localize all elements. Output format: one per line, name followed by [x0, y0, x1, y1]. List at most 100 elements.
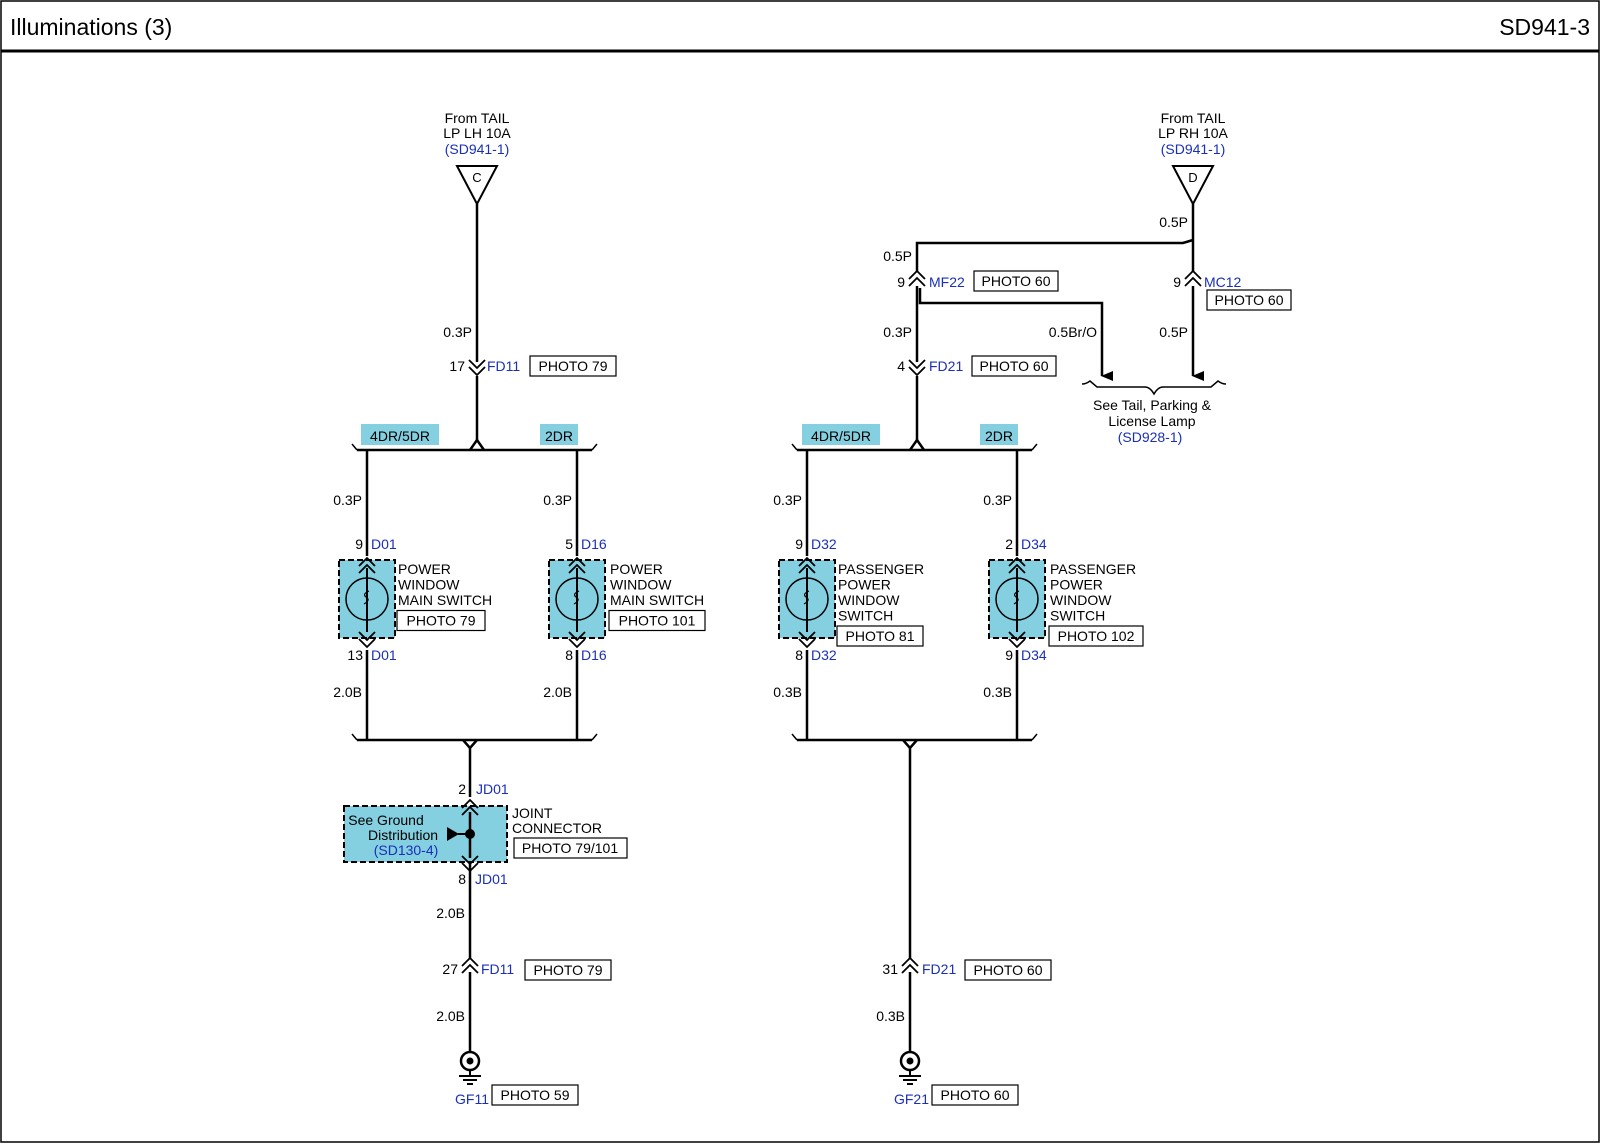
wire-br-o [918, 288, 1113, 381]
switch-photo: PHOTO 102 [1058, 628, 1135, 644]
fd11-top-symbol [468, 359, 486, 377]
fd21-bottom-symbol [901, 956, 919, 974]
source-d-ref[interactable]: (SD941-1) [1161, 141, 1226, 157]
jd01-id-top: JD01 [476, 781, 509, 797]
connector-labels[interactable]: 17 FD11 PHOTO 79 9 MF22 PHOTO 60 9 MC12 … [442, 270, 1292, 981]
wire-label: 0.3B [773, 684, 802, 700]
switch-pin-top: 9 [355, 536, 363, 552]
wire-label: 2.0B [543, 684, 572, 700]
switch-pin-out-symbol [358, 631, 376, 649]
source-d-line1: From TAIL [1161, 110, 1226, 126]
wire-label: 2.0B [436, 905, 465, 921]
source-d-triangle [1171, 165, 1215, 207]
source-c[interactable]: C From TAIL LP LH 10A (SD941-1) [443, 110, 511, 207]
switch-photo: PHOTO 81 [846, 628, 915, 644]
jd01-id-bottom: JD01 [475, 871, 508, 887]
wire-label: 2.0B [436, 1008, 465, 1024]
joint-connector[interactable]: See Ground Distribution (SD130-4) 2 JD01… [343, 781, 628, 887]
mc12-photo: PHOTO 60 [1215, 292, 1284, 308]
variant-bg [361, 424, 439, 445]
switch-pin-bottom: 8 [565, 647, 573, 663]
switch-pin-bottom: 9 [1005, 647, 1013, 663]
switch-pin-top: 2 [1005, 536, 1013, 552]
wire-d-to-mf22 [915, 238, 1194, 272]
connector-symbols [461, 269, 1202, 974]
fd21-bottom-photo: PHOTO 60 [974, 962, 1043, 978]
fd21-top-pin: 4 [897, 358, 905, 374]
tail-ref-line1: See Tail, Parking & [1093, 397, 1212, 413]
wire-label: 0.3P [773, 492, 802, 508]
wire-labels: 0.3P 0.3P 0.3P 2.0B 2.0B 2.0B 2.0B 0.5P … [333, 214, 1188, 1024]
fd21-bottom-pin: 31 [882, 961, 898, 977]
switch-pin-out-symbol [798, 631, 816, 649]
jd01-out-symbol [461, 855, 479, 873]
switch-id-top: D16 [581, 536, 607, 552]
source-c-line1: From TAIL [445, 110, 510, 126]
illumination-lamp-icon [555, 577, 599, 621]
switch-pin-in-symbol [358, 556, 376, 574]
switch-pin-top: 9 [795, 536, 803, 552]
mf22-id: MF22 [929, 274, 965, 290]
fd21-bottom-id: FD21 [922, 961, 956, 977]
source-d-letter: D [1188, 170, 1197, 185]
switch-id-bottom: D34 [1021, 647, 1047, 663]
switch-name-line: SWITCH [838, 608, 893, 624]
tail-ref-line2: License Lamp [1108, 413, 1195, 429]
tail-lamp-reference[interactable]: See Tail, Parking & License Lamp (SD928-… [1081, 380, 1227, 445]
illumination-lamp-icon [785, 577, 829, 621]
source-c-triangle [455, 165, 499, 207]
switch-name-line: MAIN SWITCH [610, 592, 704, 608]
variant-2dr-left: 2DR [545, 428, 573, 444]
source-c-ref[interactable]: (SD941-1) [445, 141, 510, 157]
ground-photo: PHOTO 59 [501, 1087, 570, 1103]
wire-label: 0.5Br/O [1049, 324, 1097, 340]
source-d-line2: LP RH 10A [1158, 125, 1228, 141]
switch-photo: PHOTO 79 [407, 613, 476, 629]
switch-name-line: WINDOW [1050, 592, 1112, 608]
switch-name-line: POWER [838, 577, 891, 593]
jd01-in-symbol [461, 798, 479, 816]
mc12-id: MC12 [1204, 274, 1242, 290]
wires [351, 204, 1204, 1053]
fd11-top-photo: PHOTO 79 [539, 358, 608, 374]
switch-name-line: WINDOW [838, 592, 900, 608]
variant-bg [980, 424, 1018, 445]
switch-name-line: PASSENGER [838, 561, 924, 577]
page-title: Illuminations (3) [10, 14, 172, 40]
variant-bg [802, 424, 880, 445]
joint-see-ref[interactable]: (SD130-4) [374, 842, 439, 858]
mc12-symbol [1184, 269, 1202, 287]
source-d[interactable]: D From TAIL LP RH 10A (SD941-1) [1158, 110, 1229, 207]
switch-name-line: POWER [610, 561, 663, 577]
source-c-letter: C [472, 170, 481, 185]
switch-name-line: POWER [398, 561, 451, 577]
wire-label: 0.3P [443, 324, 472, 340]
joint-see-line2: Distribution [368, 827, 438, 843]
fd11-top-id: FD11 [487, 358, 520, 374]
switch-pin-out-symbol [1008, 631, 1026, 649]
fd21-top-symbol [908, 359, 926, 377]
switch-name-line: PASSENGER [1050, 561, 1136, 577]
illumination-lamp-icon [345, 577, 389, 621]
wire-label: 0.3B [983, 684, 1012, 700]
fd11-top-pin: 17 [449, 358, 465, 374]
jd01-pin-in: 2 [458, 781, 466, 797]
ground-id: GF11 [455, 1091, 489, 1107]
wire-label: 0.3P [983, 492, 1012, 508]
page-code: SD941-3 [1499, 14, 1590, 40]
ground-photo: PHOTO 60 [941, 1087, 1010, 1103]
variant-bg [540, 424, 578, 445]
joint-label-line1: JOINT [512, 805, 553, 821]
switch-name-line: POWER [1050, 577, 1103, 593]
fd21-top-id: FD21 [929, 358, 963, 374]
joint-label-line2: CONNECTOR [512, 820, 602, 836]
switch-pin-in-symbol [568, 556, 586, 574]
